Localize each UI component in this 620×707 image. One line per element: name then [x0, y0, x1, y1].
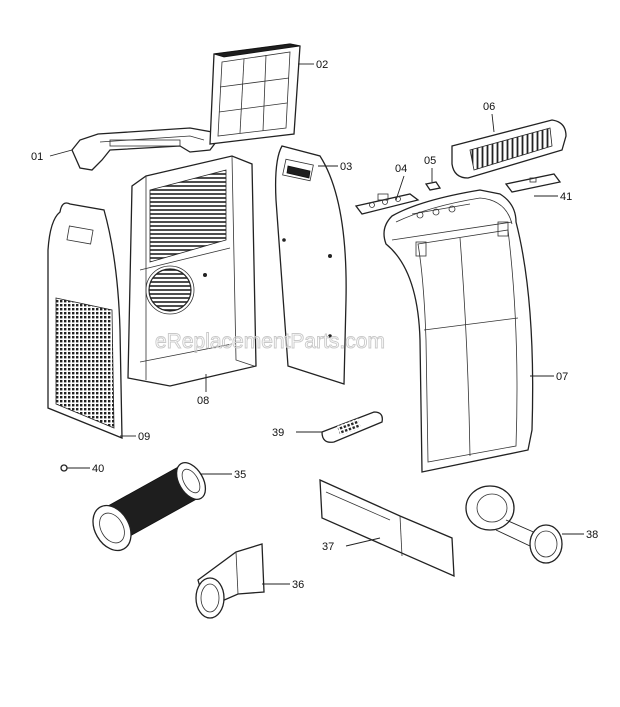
part-label-03: 03 [340, 161, 352, 173]
part-label-40: 40 [92, 463, 104, 475]
part-03-side-cover [274, 145, 347, 385]
part-label-41: 41 [560, 191, 572, 203]
part-label-36: 36 [292, 579, 304, 591]
part-35-hose [92, 462, 207, 552]
part-label-01: 01 [31, 151, 43, 163]
part-08-rear-chassis [127, 155, 257, 387]
part-40-screw [60, 464, 68, 472]
part-07-front-panel [383, 189, 534, 473]
part-label-38: 38 [586, 529, 598, 541]
part-label-39: 39 [272, 427, 284, 439]
part-38-flange-and-cap [465, 485, 563, 564]
part-label-08: 08 [197, 395, 209, 407]
part-label-37: 37 [322, 541, 334, 553]
part-06-top-grille [451, 119, 567, 179]
part-label-07: 07 [556, 371, 568, 383]
part-04-control-board [354, 193, 420, 215]
part-label-04: 04 [395, 163, 407, 175]
part-label-35: 35 [234, 469, 246, 481]
part-label-05: 05 [424, 155, 436, 167]
part-label-06: 06 [483, 101, 495, 113]
leader-lines [49, 63, 584, 585]
part-41-plate [504, 173, 562, 193]
part-09-side-panel [47, 202, 123, 439]
part-05-button [424, 181, 442, 191]
part-37-window-slider [319, 478, 455, 578]
part-02-filter [209, 43, 301, 145]
part-label-02: 02 [316, 59, 328, 71]
watermark-text: eReplacementParts.com [155, 330, 385, 353]
part-01-handle [71, 127, 217, 171]
part-39-remote [321, 411, 383, 443]
part-36-window-adapter [195, 543, 265, 619]
part-label-09: 09 [138, 431, 150, 443]
